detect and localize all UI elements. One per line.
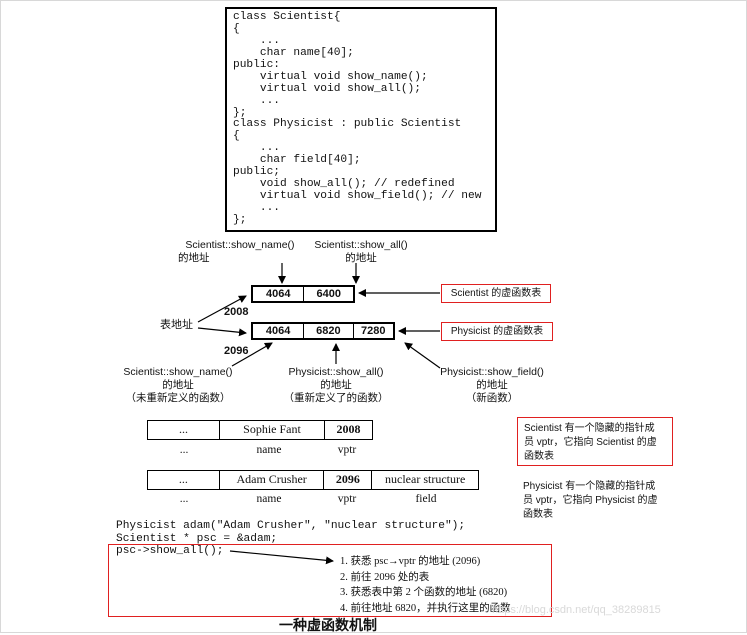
note-line: 函数表 (523, 509, 553, 520)
label-line: Physicist::show_field() (440, 366, 544, 378)
field-caption: name (256, 493, 282, 505)
code-line: virtual void show_name(); (233, 70, 428, 83)
field-caption: ... (179, 493, 189, 505)
code-line: ... (233, 34, 280, 47)
scientist-vtable-label: Scientist 的虚函数表 (441, 284, 551, 303)
note-line: 函数表 (524, 451, 554, 462)
step-item: 3. 获悉表中第 2 个函数的地址 (6820) (340, 587, 508, 598)
label-line: 的地址 (162, 379, 194, 391)
arrow-table-addr-2096 (197, 327, 247, 337)
note-line: 员 vptr，它指向 Scientist 的虚 (524, 437, 657, 448)
step-item: 4. 前往地址 6820，并执行这里的函数 (340, 602, 511, 614)
label-show-field-new: Physicist::show_field() 的地址 （新函数） (433, 366, 551, 405)
code-line: virtual void show_field(); // new (233, 190, 482, 203)
arrow-show-name-bottom (231, 342, 273, 367)
code-line: { (233, 130, 240, 143)
field-caption: vptr (337, 444, 357, 456)
arrow-table-addr-2008 (197, 295, 247, 323)
label-show-all-address: Scientist::show_all() 的地址 (301, 239, 421, 265)
code-line: }; (233, 106, 247, 119)
object-cell: ... (148, 421, 220, 439)
table-address-label: 表地址 (160, 319, 193, 331)
code-line: char name[40]; (233, 46, 354, 59)
vtable-cell: 4064 (253, 287, 305, 301)
object-cell: ... (148, 471, 220, 489)
call-line: psc->show_all(); (116, 545, 224, 557)
call-steps-box (108, 544, 552, 617)
code-line: char field[40]; (233, 154, 361, 167)
object-cell: 2008 (336, 422, 361, 436)
adam-object: ... Adam Crusher 2096 nuclear structure (147, 470, 479, 490)
sophie-object: ... Sophie Fant 2008 (147, 420, 373, 440)
step-item: 1. 获悉 psc→vptr 的地址 (2096) (340, 556, 481, 567)
label-line: Physicist::show_all() (288, 366, 384, 378)
object-cell: nuclear structure (385, 472, 466, 486)
usage-code: Physicist adam("Adam Crusher", "nuclear … (116, 520, 465, 545)
physicist-vtable-label: Physicist 的虚函数表 (441, 322, 553, 341)
watermark: https://blog.csdn.net/qq_38289815 (492, 604, 661, 616)
label-line: （新函数） (465, 392, 519, 404)
scientist-vptr-note: Scientist 有一个隐藏的指针成 员 vptr，它指向 Scientist… (517, 417, 673, 466)
field-caption: field (415, 493, 437, 505)
label-line: 的地址 (320, 379, 352, 391)
object-cell: Sophie Fant (220, 421, 325, 439)
physicist-vtable: 4064 6820 7280 (251, 322, 395, 340)
label-line: 的地址 (345, 252, 377, 264)
code-line: public; (233, 166, 280, 179)
physicist-vptr-note: Physicist 有一个隐藏的指针成 员 vptr，它指向 Physicist… (523, 480, 668, 522)
code-line: Physicist adam("Adam Crusher", "nuclear … (116, 520, 466, 532)
label-line: Scientist::show_name() (123, 366, 233, 378)
arrow-show-field-bottom (404, 342, 441, 369)
code-line: class Scientist{ (233, 11, 341, 23)
code-line: }; (233, 213, 247, 226)
label-line: （重新定义了的函数） (283, 392, 389, 404)
vtable-cell: 6820 (304, 324, 354, 338)
arrow-show-all-call (229, 550, 334, 565)
label-line: Scientist::show_all() (314, 239, 408, 251)
label-line: 的地址 (476, 379, 508, 391)
code-line: virtual void show_all(); (233, 82, 421, 95)
label-line: Scientist::show_name() (185, 239, 295, 251)
note-line: Physicist 有一个隐藏的指针成 (523, 481, 656, 492)
class-code-box: class Scientist{ { ... char name[40]; pu… (225, 7, 497, 232)
label-line: 的地址 (178, 252, 210, 264)
code-line: void show_all(); // redefined (233, 178, 455, 191)
note-line: 员 vptr，它指向 Physicist 的虚 (523, 495, 658, 506)
steps-list: 1. 获悉 psc→vptr 的地址 (2096) 2. 前往 2096 处的表… (340, 554, 511, 616)
label-line: （未重新定义的函数） (125, 392, 231, 404)
object-cell: Adam Crusher (220, 471, 325, 489)
field-caption: vptr (337, 493, 357, 505)
code-line: class Physicist : public Scientist (233, 118, 462, 131)
field-caption: ... (179, 444, 189, 456)
code-line: Scientist * psc = &adam; (116, 532, 278, 545)
address-2008: 2008 (224, 306, 249, 318)
label-show-all-redefined: Physicist::show_all() 的地址 （重新定义了的函数） (280, 366, 392, 405)
field-caption: name (256, 444, 282, 456)
figure-caption: 一种虚函数机制 (279, 619, 377, 634)
code-line: { (233, 22, 240, 35)
step-item: 2. 前往 2096 处的表 (340, 571, 430, 583)
code-line: ... (233, 142, 280, 155)
vtable-cell: 6400 (316, 288, 341, 300)
address-2096: 2096 (224, 345, 249, 357)
vtable-cell: 4064 (253, 324, 305, 338)
code-line: ... (233, 202, 280, 214)
vtable-cell: 7280 (361, 325, 386, 337)
code-line: public: (233, 58, 280, 71)
object-cell: 2096 (324, 471, 373, 489)
label-show-name-unredefined: Scientist::show_name() 的地址 （未重新定义的函数） (116, 366, 240, 405)
code-line: ... (233, 94, 280, 107)
scientist-vtable: 4064 6400 (251, 285, 355, 303)
label-show-name-address: Scientist::show_name() 的地址 (178, 239, 302, 265)
note-line: Scientist 有一个隐藏的指针成 (524, 423, 655, 434)
